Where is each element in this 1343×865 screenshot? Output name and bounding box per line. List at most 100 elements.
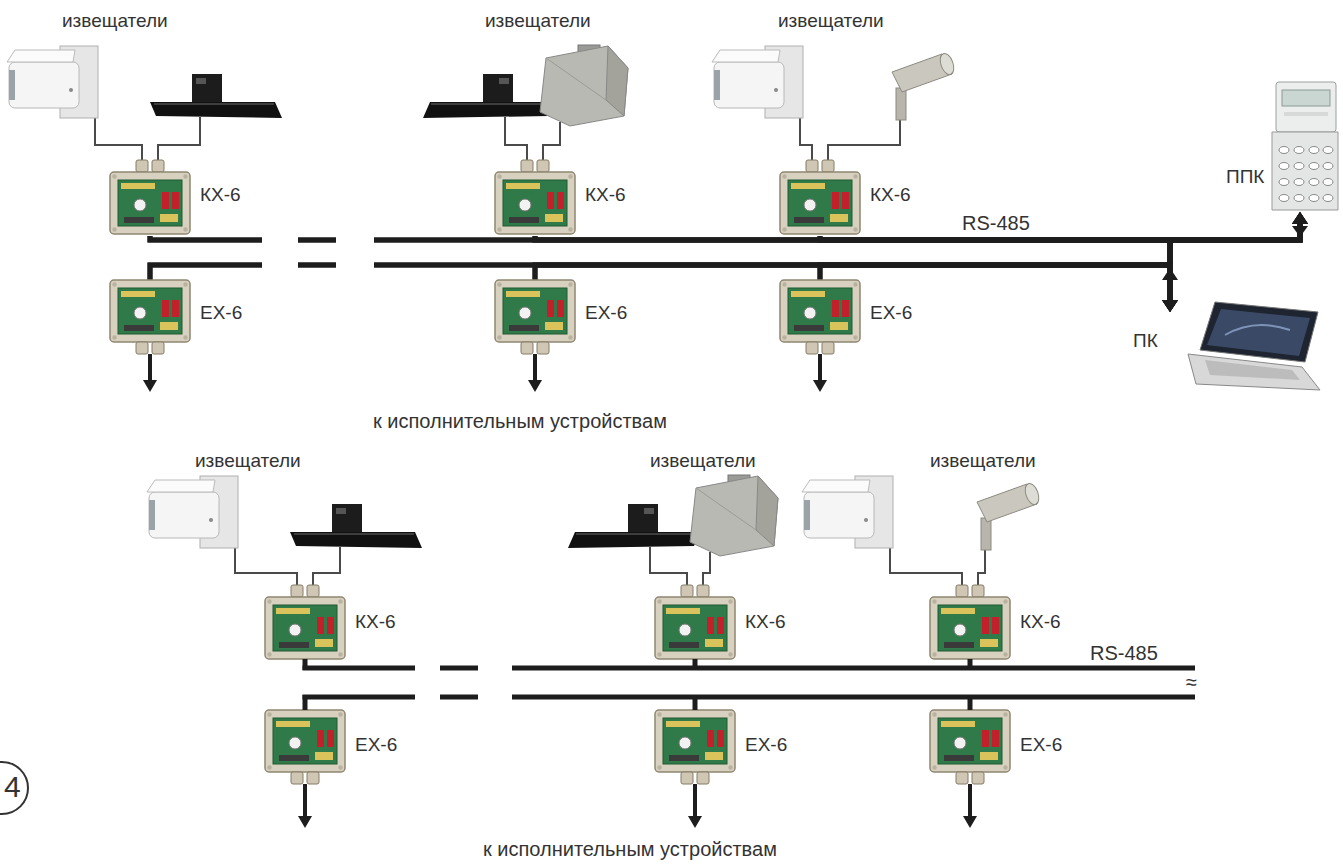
modules bbox=[930, 710, 1010, 784]
output-arrows bbox=[528, 380, 542, 392]
ex-module: ЕХ-6 bbox=[778, 280, 928, 354]
detectors-bottom bbox=[147, 475, 1041, 560]
modules bbox=[110, 280, 190, 354]
sensor-wire bbox=[505, 130, 560, 160]
laptop-device bbox=[1205, 360, 1300, 380]
node-label: извещатели bbox=[485, 10, 591, 32]
break-mark: ≈ bbox=[1186, 672, 1197, 692]
connector bbox=[650, 560, 710, 585]
connector bbox=[150, 212, 1308, 280]
sensor-wire bbox=[650, 560, 710, 585]
connector bbox=[150, 236, 1178, 312]
output-arrows bbox=[533, 354, 537, 381]
node-label: КХ-6 bbox=[355, 611, 396, 633]
detectors-bottom bbox=[290, 504, 422, 560]
node-label: извещатели bbox=[650, 450, 756, 472]
node-label: ЕХ-6 bbox=[355, 734, 397, 756]
node-label: извещатели bbox=[930, 450, 1036, 472]
arrowhead bbox=[1292, 212, 1308, 224]
arrowhead bbox=[1292, 212, 1308, 224]
node-label: КХ-6 bbox=[585, 184, 626, 206]
bus-bottom bbox=[512, 666, 1195, 671]
output-arrows bbox=[688, 816, 702, 828]
sensor-wire bbox=[800, 130, 900, 160]
bus-bottom bbox=[303, 695, 416, 700]
detectors-top bbox=[7, 46, 98, 130]
rs485-line bbox=[820, 265, 1170, 301]
arrowhead bbox=[1162, 300, 1178, 312]
kx-module: КХ-6 bbox=[928, 585, 1078, 661]
control-panel-device bbox=[1279, 195, 1289, 202]
bus-bottom bbox=[440, 695, 478, 700]
arrowhead bbox=[1162, 300, 1178, 312]
bus-breaks-top bbox=[262, 232, 374, 272]
output-arrows bbox=[143, 380, 157, 392]
control-panel-device bbox=[1309, 195, 1319, 202]
detectors-bottom bbox=[690, 475, 778, 560]
bus-bottom bbox=[693, 659, 698, 670]
detectors-top bbox=[712, 46, 803, 130]
modules bbox=[780, 160, 860, 234]
callout-circle bbox=[0, 762, 28, 814]
control-panel-device bbox=[1279, 147, 1333, 202]
output-arrows bbox=[818, 354, 822, 381]
connector bbox=[820, 212, 1308, 280]
detector-group: извещатели bbox=[405, 8, 640, 130]
connector bbox=[95, 130, 200, 160]
sensor-wire bbox=[95, 130, 200, 160]
node-label: КХ-6 bbox=[200, 184, 241, 206]
output-note: к исполнительным устройствам bbox=[373, 410, 667, 432]
arrowhead bbox=[1292, 212, 1308, 224]
modules bbox=[495, 160, 575, 234]
bus-bottom bbox=[303, 659, 308, 670]
ex-module: ЕХ-6 bbox=[263, 710, 413, 784]
callout-number: 4 bbox=[4, 770, 21, 804]
rs485-line bbox=[150, 223, 1300, 240]
rs485-line bbox=[150, 265, 1170, 301]
node-label: КХ-6 bbox=[745, 611, 786, 633]
arrowhead bbox=[1292, 212, 1308, 224]
sensor-wire bbox=[235, 560, 340, 585]
bus-ends-arrowheads bbox=[1162, 268, 1178, 280]
output-arrows bbox=[148, 354, 152, 381]
bus-breaks-top bbox=[262, 232, 298, 272]
detectors-top bbox=[7, 45, 956, 130]
kx-module: КХ-6 bbox=[653, 585, 803, 661]
output-arrows bbox=[693, 784, 697, 817]
control-panel-device bbox=[1323, 195, 1333, 202]
detector-group: извещатели bbox=[705, 8, 965, 130]
node-label: ЕХ-6 bbox=[585, 302, 627, 324]
bus-ends-arrowheads bbox=[1162, 226, 1308, 280]
callout-circle bbox=[0, 762, 28, 814]
modules bbox=[110, 160, 190, 234]
sensor-wire bbox=[890, 560, 985, 585]
detectors-top bbox=[540, 45, 628, 130]
rs485-line bbox=[150, 236, 1170, 301]
modules bbox=[655, 710, 735, 784]
detector-group: извещатели bbox=[145, 448, 430, 560]
ex-module: ЕХ-6 bbox=[493, 280, 643, 354]
modules bbox=[930, 585, 1010, 659]
control-panel-device bbox=[1279, 163, 1289, 170]
connector bbox=[505, 130, 560, 160]
output-arrows bbox=[813, 380, 827, 392]
node-label: ЕХ-6 bbox=[870, 302, 912, 324]
control-panel-device bbox=[1279, 147, 1289, 154]
arrowhead bbox=[1292, 212, 1308, 224]
bus-bottom bbox=[968, 695, 973, 710]
modules bbox=[265, 585, 345, 659]
arrowhead bbox=[1162, 300, 1178, 312]
rs485-line bbox=[535, 223, 1300, 280]
detectors-bottom bbox=[977, 482, 1041, 560]
bus-breaks-top bbox=[336, 232, 374, 272]
laptop-device bbox=[1225, 325, 1290, 335]
control-panel-device bbox=[1309, 163, 1319, 170]
detector-group: извещатели bbox=[800, 448, 1060, 560]
bus-label: RS-485 bbox=[962, 212, 1030, 234]
node-label: ЕХ-6 bbox=[745, 734, 787, 756]
kx-module: КХ-6 bbox=[108, 160, 258, 236]
control-panel-device bbox=[1294, 179, 1304, 186]
rs485-line bbox=[820, 223, 1300, 240]
control-panel-device bbox=[1309, 147, 1319, 154]
